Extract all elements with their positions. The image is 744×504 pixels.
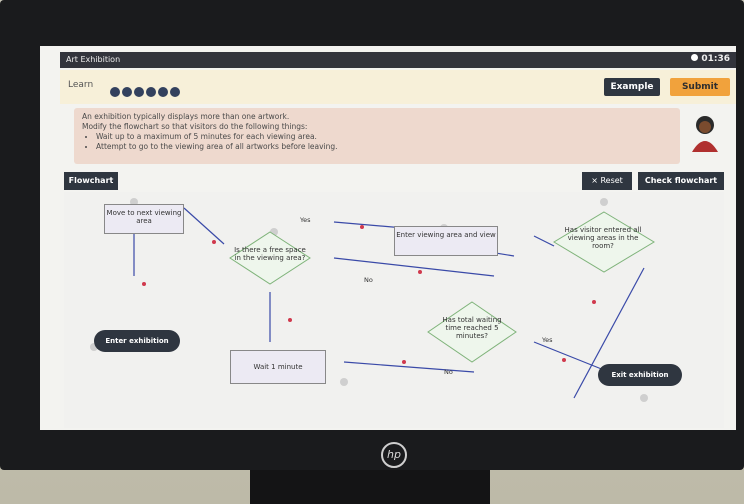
- progress-dot[interactable]: [146, 87, 156, 97]
- node-wait-1[interactable]: Wait 1 minute: [230, 350, 326, 384]
- flowchart-title: Flowchart: [64, 172, 118, 190]
- flowchart-toolbar: Flowchart × Reset Check flowchart: [64, 172, 724, 190]
- progress-dot[interactable]: [122, 87, 132, 97]
- edge-label-no: No: [364, 276, 373, 284]
- connector-dot: [288, 318, 292, 322]
- connector-dot: [360, 225, 364, 229]
- connector: [183, 207, 225, 245]
- screen: Art Exhibition 01:36 Learn Example Submi…: [40, 46, 736, 430]
- app-titlebar: Art Exhibition 01:36: [60, 52, 736, 68]
- monitor-stand: [250, 468, 490, 504]
- progress-dots: [110, 82, 182, 101]
- node-exit-exhibition[interactable]: Exit exhibition: [598, 364, 682, 386]
- instructions-task: Modify the flowchart so that visitors do…: [82, 122, 308, 131]
- decision-shape: [229, 231, 311, 285]
- connector-dot: [142, 282, 146, 286]
- example-button[interactable]: Example: [604, 78, 660, 96]
- submit-button[interactable]: Submit: [670, 78, 730, 96]
- edge-label-yes: Yes: [300, 216, 311, 224]
- node-enter-exhibition[interactable]: Enter exhibition: [94, 330, 180, 352]
- timer: 01:36: [691, 54, 730, 64]
- app-title: Art Exhibition: [66, 55, 121, 64]
- handle: [640, 394, 648, 402]
- check-flowchart-button[interactable]: Check flowchart: [638, 172, 724, 190]
- edge-label-yes: Yes: [542, 336, 553, 344]
- learn-bar: Learn Example Submit: [60, 70, 736, 104]
- progress-dot[interactable]: [158, 87, 168, 97]
- handle: [340, 378, 348, 386]
- tutor-avatar-icon: [692, 116, 718, 152]
- progress-dot[interactable]: [170, 87, 180, 97]
- connector-dot: [562, 358, 566, 362]
- learn-label: Learn: [68, 80, 94, 90]
- node-waited[interactable]: Has total waiting time reached 5 minutes…: [442, 316, 502, 340]
- handle: [600, 198, 608, 206]
- node-visited-all[interactable]: Has visitor entered all viewing areas in…: [564, 226, 642, 250]
- brand-logo: hp: [381, 442, 407, 468]
- decision-shape: [553, 211, 655, 273]
- progress-dot[interactable]: [134, 87, 144, 97]
- connector-dot: [212, 240, 216, 244]
- connector: [533, 235, 555, 247]
- instructions-panel: An exhibition typically displays more th…: [74, 108, 680, 164]
- instructions-bullet: Attempt to go to the viewing area of all…: [96, 142, 672, 152]
- flowchart-canvas: Move to next viewing area Is there a fre…: [64, 192, 724, 428]
- edge-label-no: No: [444, 368, 453, 376]
- node-move-next[interactable]: Move to next viewing area: [104, 204, 184, 234]
- connector-dot: [592, 300, 596, 304]
- decision-shape: [427, 301, 517, 363]
- node-free-space[interactable]: Is there a free space in the viewing are…: [234, 246, 306, 262]
- reset-button[interactable]: × Reset: [582, 172, 632, 190]
- connector-dot: [402, 360, 406, 364]
- connector: [333, 257, 495, 277]
- instructions-intro: An exhibition typically displays more th…: [82, 112, 290, 121]
- timer-value: 01:36: [701, 54, 730, 64]
- connector: [343, 361, 475, 373]
- instructions-bullet: Wait up to a maximum of 5 minutes for ea…: [96, 132, 672, 142]
- connector: [573, 267, 645, 399]
- connector: [333, 221, 405, 229]
- progress-dot[interactable]: [110, 87, 120, 97]
- clock-icon: [691, 54, 699, 61]
- connector-dot: [418, 270, 422, 274]
- node-enter-view[interactable]: Enter viewing area and view: [394, 226, 498, 256]
